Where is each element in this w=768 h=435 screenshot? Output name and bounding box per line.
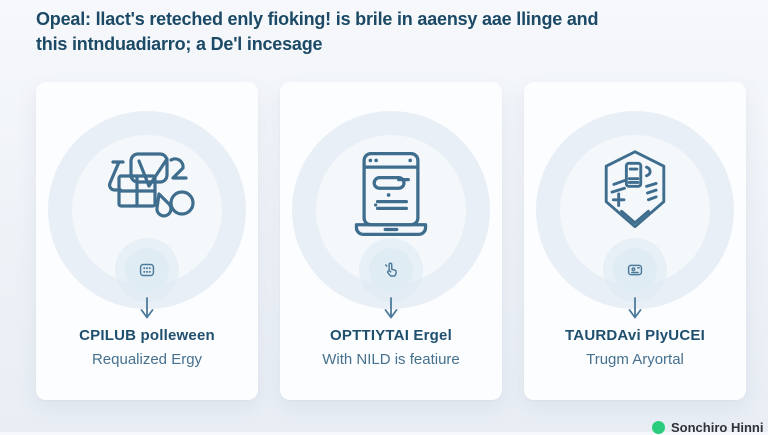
feature-cards-row: CPILUB polleween Requalized Ergy [36, 82, 746, 400]
laptop-content-icon [343, 146, 439, 242]
feature-card-collab: CPILUB polleween Requalized Ergy [36, 82, 258, 400]
feature-card-trust: TAURDAvi PIyUCEI Trugm Aryortal [524, 82, 746, 400]
badge-click [369, 248, 413, 292]
badge-id-card [613, 248, 657, 292]
brand-watermark: Sonchiro Hinni [652, 420, 763, 435]
down-arrow-icon [138, 296, 156, 326]
card-title: OPTTIYTAI Ergel [330, 327, 452, 344]
page-title-line-1: Opeal: llact's reteched enly fioking! is… [36, 9, 599, 29]
down-arrow-icon [382, 296, 400, 326]
click-hand-icon [385, 262, 397, 277]
card-title: CPILUB polleween [79, 327, 215, 344]
page-title-line-2: this intnduadiarro; a De'l incesage [36, 34, 323, 54]
card-title: TAURDAvi PIyUCEI [565, 327, 705, 344]
watermark-circle [48, 111, 246, 309]
badge-keypad [125, 248, 169, 292]
id-card-icon [627, 264, 643, 276]
keypad-grid-icon [139, 263, 155, 277]
card-subtitle: Trugm Aryortal [586, 351, 684, 368]
feature-card-optimize: OPTTIYTAI Ergel With NILD is featiure [280, 82, 502, 400]
down-arrow-icon [626, 296, 644, 326]
status-dot-icon [652, 421, 665, 434]
watermark-circle [536, 111, 734, 309]
card-subtitle: With NILD is featiure [322, 351, 460, 368]
page-title: Opeal: llact's reteched enly fioking! is… [36, 7, 746, 57]
shield-badge-icon [587, 146, 683, 242]
brand-label: Sonchiro Hinni [671, 420, 764, 435]
card-subtitle: Requalized Ergy [91, 351, 203, 368]
workflow-abstract-icon [95, 146, 199, 232]
